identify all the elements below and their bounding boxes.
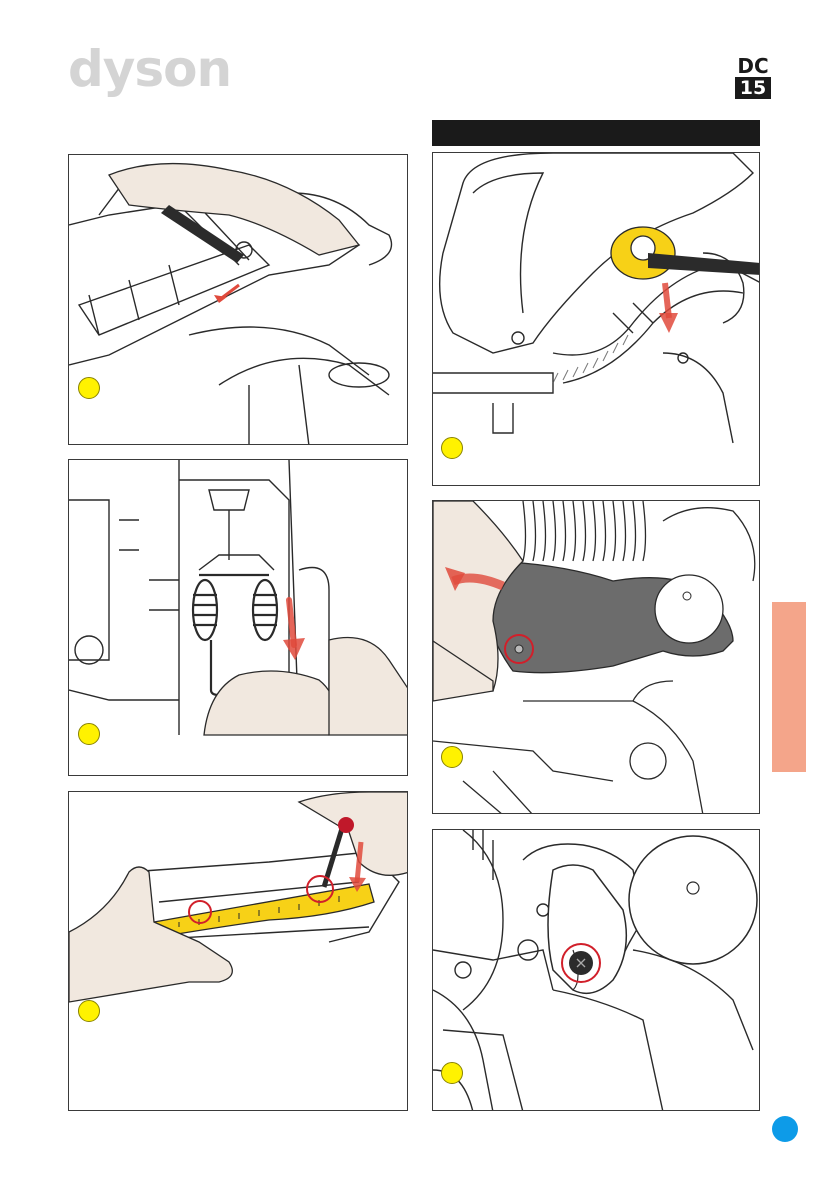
step-panel-left-3 (68, 791, 408, 1111)
illustration-wrench-nut (433, 153, 760, 486)
step-panel-left-1 (68, 154, 408, 445)
step-panel-right-3 (432, 829, 760, 1111)
step-marker (78, 723, 100, 745)
step-panel-left-2 (68, 459, 408, 776)
section-header-bar (432, 120, 760, 146)
section-side-tab (772, 602, 806, 772)
model-line-1: DC (735, 56, 771, 76)
step-marker (441, 1062, 463, 1084)
illustration-pliers-clip (69, 155, 408, 445)
illustration-spring (69, 460, 408, 776)
model-line-2: 15 (735, 77, 771, 99)
model-badge: DC 15 (735, 56, 771, 100)
page-marker-dot (772, 1116, 798, 1142)
illustration-rotate-arm (433, 501, 760, 814)
illustration-screw (433, 830, 760, 1111)
step-marker (78, 1000, 100, 1022)
step-marker (78, 377, 100, 399)
illustration-yellow-bar (69, 792, 408, 1111)
step-panel-right-2 (432, 500, 760, 814)
step-marker (441, 437, 463, 459)
dyson-logo: dyson (68, 44, 231, 94)
step-panel-right-1 (432, 152, 760, 486)
step-marker (441, 746, 463, 768)
